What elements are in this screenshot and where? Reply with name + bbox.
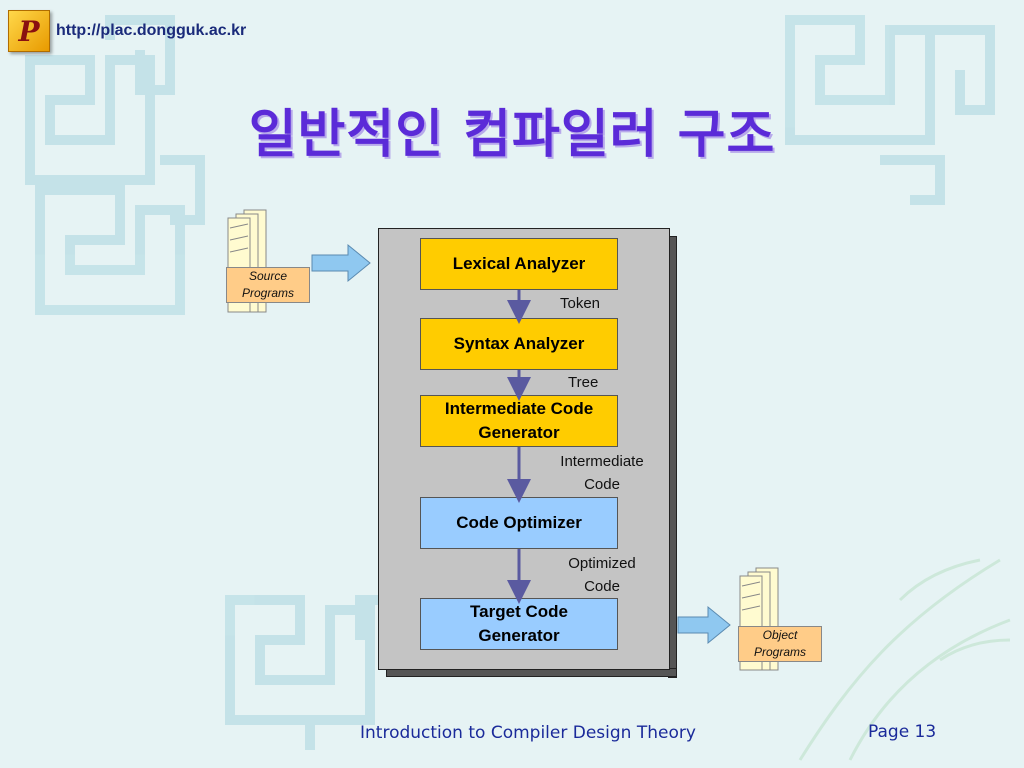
label-line1: Optimized xyxy=(568,555,636,572)
course-footer: Introduction to Compiler Design Theory xyxy=(360,723,696,743)
stage-code-optimizer: Code Optimizer xyxy=(420,497,618,549)
stage-label-line2: Generator xyxy=(478,626,560,645)
stage-label: Code Optimizer xyxy=(456,513,582,532)
label-line1: Source xyxy=(248,269,288,283)
stage-label-line1: Target Code xyxy=(470,602,568,621)
stage-lexical-analyzer: Lexical Analyzer xyxy=(420,238,618,290)
object-programs-label: Object Programs xyxy=(738,626,822,662)
label-line1: Intermediate xyxy=(560,453,644,470)
stage-label: Lexical Analyzer xyxy=(452,254,586,273)
label-tree: Tree xyxy=(568,374,599,391)
label-intermediate-code: Intermediate Code xyxy=(552,450,652,496)
source-programs-label: Source Programs xyxy=(226,267,310,303)
label-line2: Code xyxy=(584,578,620,595)
stage-label-line2: Generator xyxy=(478,423,560,442)
label-line2: Code xyxy=(584,476,620,493)
stage-label-line1: Intermediate Code xyxy=(444,399,594,418)
slide-title: 일반적인 컴파일러 구조 xyxy=(248,105,776,165)
stage-target-code-generator: Target Code Generator xyxy=(420,598,618,650)
label-token: Token xyxy=(560,295,601,312)
site-url[interactable]: http://plac.dongguk.ac.kr xyxy=(56,22,247,39)
page-number: Page 13 xyxy=(868,722,937,742)
logo-letter: P xyxy=(18,14,40,48)
label-line2: Programs xyxy=(753,645,806,659)
label-line2: Programs xyxy=(241,286,294,300)
stage-label: Syntax Analyzer xyxy=(453,334,585,353)
stage-syntax-analyzer: Syntax Analyzer xyxy=(420,318,618,370)
label-line1: Object xyxy=(762,628,798,642)
stage-intermediate-code-generator: Intermediate Code Generator xyxy=(420,395,618,447)
label-optimized-code: Optimized Code xyxy=(552,552,652,598)
plac-logo: P xyxy=(8,10,50,52)
